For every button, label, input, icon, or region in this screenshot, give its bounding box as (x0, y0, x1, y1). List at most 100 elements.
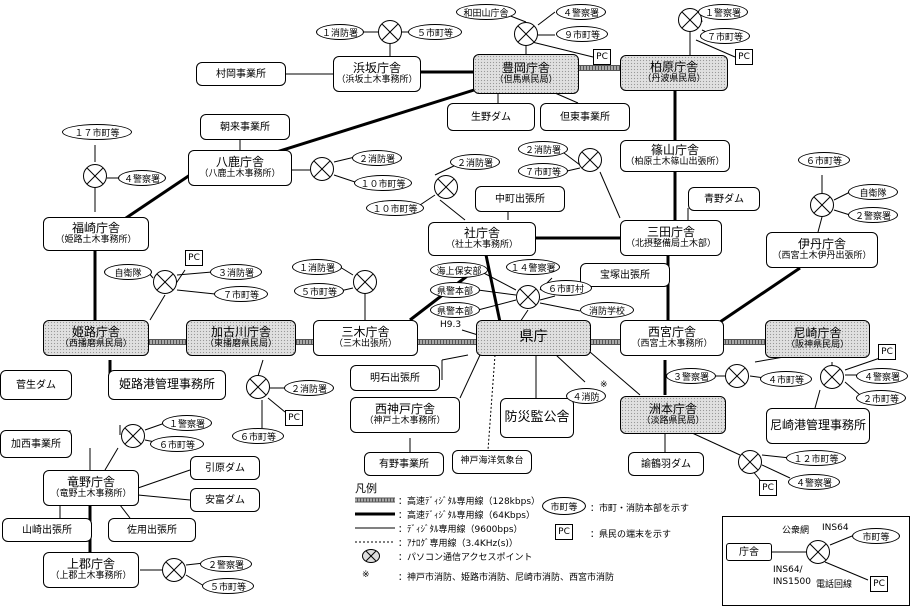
oval-cities-2: ２市町等 (856, 390, 906, 406)
office-amagasaki[interactable]: 尼崎庁舎（阪神県民局） (765, 320, 870, 358)
facility-label: 佐用出張所 (127, 524, 177, 536)
facility-hikihara[interactable]: 引原ダム (190, 456, 260, 480)
office-kaibara[interactable]: 柏原庁舎（丹波県民局） (620, 55, 728, 91)
office-sanda[interactable]: 三田庁舎（北摂整備局土木部） (620, 220, 722, 256)
office-sub: （社土木事務所） (445, 239, 518, 250)
facility-yuzuruha[interactable]: 諭鶴羽ダム (628, 452, 704, 476)
oval-label: ２警察署 (207, 560, 244, 571)
office-kencho[interactable]: 県庁 (476, 320, 591, 356)
oval-label: ７市町等 (524, 167, 561, 178)
office-nishinomiya[interactable]: 西宮庁舎（西宮土木事務所） (620, 320, 724, 356)
facility-kaiyou[interactable]: 神戸海洋気象台 (452, 450, 532, 474)
oval-fire-2c: ２消防署 (518, 141, 568, 157)
oval-fire-1c: １警察署 (162, 415, 212, 431)
office-name: 福崎庁舎 (71, 221, 120, 236)
oval-label: 自衛隊 (859, 188, 887, 199)
facility-label: 姫路港管理事務所 (118, 377, 215, 392)
facility-nakacho[interactable]: 中町出張所 (475, 186, 565, 212)
pc-terminal-kakogawa: PC (285, 410, 303, 426)
facility-himejiport[interactable]: 姫路港管理事務所 (108, 370, 226, 400)
office-name: 社庁舎 (463, 226, 500, 241)
office-yashiro[interactable]: 社庁舎（社土木事務所） (428, 222, 536, 256)
office-name: 加古川庁舎 (210, 325, 271, 340)
oval-fire-1: １消防署 (316, 24, 364, 40)
office-name: 伊丹庁舎 (797, 237, 846, 252)
oval-label: ９市町等 (563, 30, 600, 41)
facility-label: 生野ダム (471, 111, 511, 123)
office-hamasaka[interactable]: 浜坂庁舎（浜坂土木事務所） (333, 56, 421, 92)
legend-cities-symbol: 市町等 (542, 497, 586, 515)
facility-asago[interactable]: 朝来事業所 (200, 114, 290, 140)
office-sumoto[interactable]: 洲本庁舎（淡路県民局） (620, 396, 726, 434)
oval-cities-6b: ６市町村 (540, 280, 592, 296)
oval-cities-17: １７市町等 (62, 124, 132, 140)
oval-cities-7b: ７市町等 (518, 163, 568, 179)
oval-cities-12: １２市町等 (786, 450, 846, 466)
office-sub: （阪神県民局） (785, 339, 849, 350)
office-sasayama[interactable]: 篠山庁舎（柏原土木篠山出張所） (620, 140, 730, 172)
facility-kasai[interactable]: 加西事業所 (0, 430, 72, 458)
legend-pc-desc: ：県民の端末を示す (590, 530, 672, 540)
access-point-kaibara (678, 8, 702, 32)
office-yoka[interactable]: 八鹿庁舎（八鹿土木事務所） (188, 150, 292, 186)
pc-terminal-toyooka: PC (593, 49, 611, 65)
access-point-kakogawa (246, 375, 270, 399)
pc-terminal-himeji: PC (185, 250, 203, 266)
office-name: 竜野庁舎 (66, 475, 115, 490)
office-sub: （丹波県民局） (642, 73, 706, 84)
office-nishikobe[interactable]: 西神戸庁舎（神戸土木事務所） (350, 397, 460, 433)
facility-suga[interactable]: 菅生ダム (0, 370, 72, 400)
access-point-kencho (516, 285, 540, 309)
office-itami[interactable]: 伊丹庁舎（西宮土木伊丹出張所） (766, 232, 878, 268)
facility-label: 宝塚出張所 (600, 269, 650, 281)
office-fukusaki[interactable]: 福崎庁舎（姫路土木事務所） (43, 217, 149, 251)
pc-label: PC (738, 52, 750, 62)
facility-aono[interactable]: 青野ダム (688, 187, 760, 211)
facility-yamasaki[interactable]: 山崎出張所 (2, 518, 92, 542)
oval-cities-10: １０市町等 (354, 175, 412, 191)
oval-cities-5c: ５市町等 (202, 578, 254, 594)
office-name: 柏原庁舎 (649, 60, 698, 75)
legend-symbol-label: PC (558, 527, 570, 537)
office-name: 西神戸庁舎 (374, 402, 435, 417)
office-kamigori[interactable]: 上郡庁舎（上郡土木事務所） (43, 552, 139, 588)
oval-cities-9: ９市町等 (556, 26, 608, 42)
facility-takarazuka[interactable]: 宝塚出張所 (580, 263, 670, 287)
facility-amagasakiport[interactable]: 尼崎港管理事務所 (766, 408, 870, 444)
oval-label: ６市町等 (158, 440, 195, 451)
facility-bousai[interactable]: 防災監公舎 (500, 398, 574, 438)
office-miki[interactable]: 三木庁舎（三木出張所） (313, 320, 418, 356)
facility-annou[interactable]: 安富ダム (190, 488, 260, 512)
oval-fire-2b: ２消防署 (450, 154, 500, 170)
office-name: 西宮庁舎 (647, 325, 696, 340)
facility-sayo[interactable]: 佐用出張所 (108, 518, 196, 542)
facility-ikuno[interactable]: 生野ダム (447, 103, 535, 131)
oval-label: ７市町等 (222, 290, 259, 301)
office-kakogawa[interactable]: 加古川庁舎（東播磨県民局） (186, 320, 296, 356)
oval-label: ４警察署 (562, 8, 599, 19)
access-point-himeji (153, 270, 177, 294)
pc-label: PC (288, 413, 300, 423)
office-himeji[interactable]: 姫路庁舎（西播磨県民局） (43, 320, 149, 356)
office-toyooka[interactable]: 豊岡庁舎（但馬県民局） (473, 54, 579, 94)
office-name: 県庁 (519, 329, 548, 346)
facility-muraoka[interactable]: 村岡事業所 (196, 62, 286, 86)
office-name: 上郡庁舎 (66, 557, 115, 572)
access-point-hamasaka (378, 20, 402, 44)
facility-arima[interactable]: 有野事業所 (364, 452, 444, 476)
legend-pc-symbol: PC (555, 524, 573, 540)
pc-label: PC (881, 347, 893, 357)
pc-terminal-sumoto: PC (759, 480, 777, 496)
office-name: 姫路庁舎 (71, 325, 120, 340)
oval-fire-2d: ２消防署 (284, 380, 334, 396)
office-tatsuno[interactable]: 竜野庁舎（竜野土木事務所） (43, 470, 139, 506)
facility-label: 中町出張所 (495, 193, 545, 205)
facility-tanto[interactable]: 但東事業所 (540, 103, 630, 131)
oval-label: ２消防署 (290, 384, 327, 395)
oval-police-hq: 県警本部 (430, 282, 480, 298)
facility-akashi[interactable]: 明石出張所 (350, 365, 440, 391)
office-sub: （柏原土木篠山出張所） (625, 156, 725, 167)
oval-label: ４警察署 (863, 372, 900, 383)
oval-label: ４市町等 (767, 375, 804, 386)
oval-label: ５市町等 (300, 287, 337, 298)
